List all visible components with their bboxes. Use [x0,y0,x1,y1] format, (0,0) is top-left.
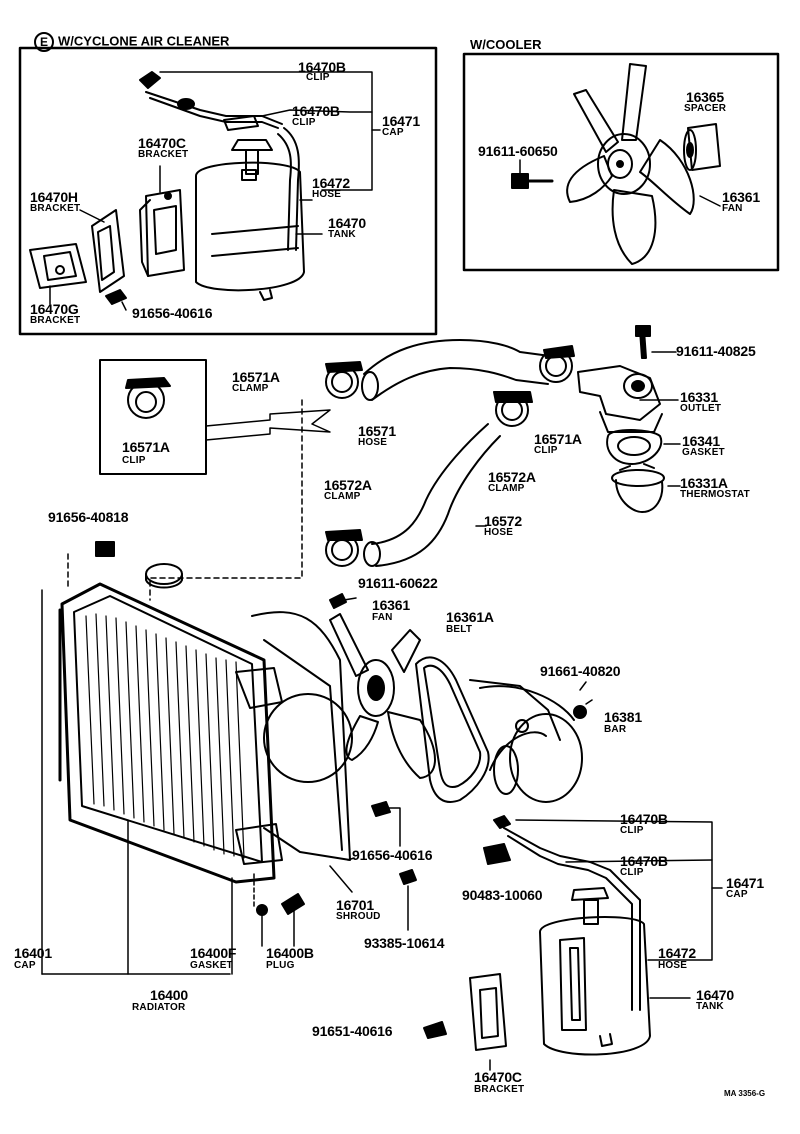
part-number: 91611-60622 [358,575,438,591]
part-number: 16331 [680,389,718,405]
part-number: 16341 [682,433,720,449]
part-name: TANK [696,1001,724,1012]
upper-hose-drawing [325,339,575,401]
part-name: THERMOSTAT [680,489,750,500]
part-number: 16470C [138,135,186,151]
cooler-inset-drawing [462,52,780,272]
part-name: CAP [14,960,36,971]
dashed-link [149,399,303,601]
part-number: 16471 [382,113,420,129]
part-name: GASKET [190,960,233,971]
part-number: 16365 [686,89,724,105]
part-name: HOSE [312,189,342,200]
part-number: 90483-10060 [462,887,543,903]
variant-badge: E [34,32,54,52]
part-number: 16361 [372,597,410,613]
reservoir-drawing [423,815,723,1071]
radiator-drawing [58,541,353,916]
part-number: 16571A [534,431,582,447]
part-number: 91656-40818 [48,509,129,525]
part-number: 16400F [190,945,237,961]
part-number: 16472 [658,945,696,961]
part-number: 16470G [30,301,79,317]
part-number: 16470B [298,59,346,75]
clip-inset-drawing [99,359,331,475]
part-name: SPACER [684,103,727,114]
part-name: BRACKET [138,149,189,160]
part-name: GASKET [682,447,725,458]
part-name: FAN [722,203,743,214]
part-name: HOSE [358,437,388,448]
part-number: 16400 [150,987,188,1003]
part-number: 16470H [30,189,78,205]
part-name: CLAMP [488,483,525,494]
part-number: 16381 [604,709,642,725]
cooler-inset-title: W/COOLER [470,37,542,52]
part-name: RADIATOR [132,1002,186,1013]
part-number: 16470 [328,215,366,231]
part-name: CAP [726,889,748,900]
part-name: CLIP [620,825,644,836]
part-name: BELT [446,624,473,635]
part-number: 91611-40825 [676,343,756,359]
part-number: 16400B [266,945,314,961]
part-name: CLIP [122,455,146,466]
part-number: 91656-40616 [352,847,433,863]
part-number: 16470B [620,811,668,827]
part-number: 16571A [232,369,280,385]
part-number: 16571 [358,423,396,439]
figure-reference: MA 3356-G [724,1089,766,1098]
part-number: 16470B [620,853,668,869]
part-name: CLIP [306,72,330,83]
part-name: BRACKET [30,315,81,326]
outlet-drawing [577,325,681,513]
part-name: TANK [328,229,356,240]
bolts-drawing [347,801,417,931]
part-name: BRACKET [30,203,81,214]
part-number: 93385-10614 [364,935,445,951]
part-name: FAN [372,612,393,623]
part-number: 91611-60650 [478,143,558,159]
part-name: SHROUD [336,911,381,922]
part-number: 16331A [680,475,728,491]
part-name: OUTLET [680,403,722,414]
part-number: 16572A [488,469,536,485]
part-number: 16572 [484,513,522,529]
part-name: CLAMP [324,491,361,502]
part-number: 16471 [726,875,764,891]
part-number: 16571A [122,439,170,455]
part-name: CLAMP [232,383,269,394]
belt-drawing [415,656,593,803]
cyclone-inset-drawing [18,46,438,336]
part-number: 16470 [696,987,734,1003]
part-name: HOSE [484,527,514,538]
part-number: 16401 [14,945,52,961]
part-number: 16361 [722,189,760,205]
part-number: 91651-40616 [312,1023,393,1039]
lower-hose-drawing [325,391,533,567]
part-name: PLUG [266,960,295,971]
part-number: 16701 [336,897,374,913]
part-number: 16470B [292,103,340,119]
radiator-leaders [41,589,353,975]
part-number: 16472 [312,175,350,191]
part-number: 16572A [324,477,372,493]
part-number: 91661-40820 [540,663,621,679]
part-number: 16361A [446,609,494,625]
part-name: BRACKET [474,1084,525,1095]
part-name: HOSE [658,960,688,971]
part-name: BAR [604,724,627,735]
part-number: 16470C [474,1069,522,1085]
part-name: CLIP [534,445,558,456]
part-name: CLIP [292,117,316,128]
part-number: 91656-40616 [132,305,213,321]
part-name: CAP [382,127,404,138]
part-name: CLIP [620,867,644,878]
fan-drawing [329,593,436,779]
